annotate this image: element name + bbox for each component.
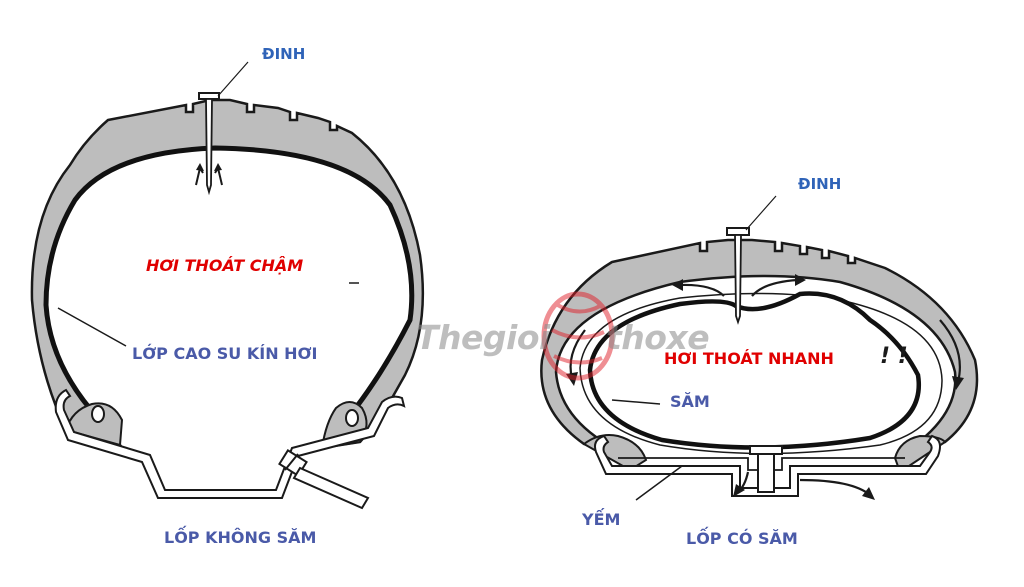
- tubeless-left-bead-wire: [91, 405, 105, 423]
- tube-tire: [540, 195, 979, 501]
- tube-rim: [594, 434, 941, 497]
- liner-leader: [57, 307, 127, 347]
- watermark-text-right: thoxe: [606, 318, 710, 357]
- flap-leader: [635, 465, 683, 501]
- tube-valve: [749, 445, 783, 493]
- tube-left-bead: [582, 434, 648, 472]
- tubeless-right-bead-wire: [345, 409, 359, 427]
- watermark-text-left: Thegioi: [416, 318, 550, 357]
- exclamation-marks: ! !: [880, 344, 908, 369]
- tube-label: SĂM: [670, 392, 710, 411]
- air-escape-arrows: [566, 274, 964, 500]
- left-nail-label: ĐINH: [262, 45, 306, 63]
- tubeless-tire: [30, 61, 425, 510]
- right-nail-leader: [745, 195, 777, 231]
- inner-tube-deflating: [587, 291, 922, 450]
- tube-leader: [611, 399, 661, 405]
- right-nail-label: ĐINH: [798, 175, 842, 193]
- left-nail-leader: [217, 61, 249, 97]
- tubeless-valve: [278, 449, 370, 510]
- left-slow-leak-label: HƠI THOÁT CHẬM: [146, 256, 304, 275]
- left-liner-label: LỚP CAO SU KÍN HƠI: [132, 344, 318, 363]
- tubeless-inner-liner: [43, 145, 415, 450]
- tube-nail: [726, 227, 750, 325]
- tubeless-nail: [195, 92, 223, 196]
- inner-tube: [579, 292, 943, 455]
- tubeless-rim: [54, 388, 406, 499]
- left-caption: LỐP KHÔNG SĂM: [164, 528, 317, 547]
- right-caption: LỐP CÓ SĂM: [686, 529, 798, 548]
- flap-label: YẾM: [582, 510, 621, 529]
- right-fast-leak-label: HƠI THOÁT NHANH: [664, 349, 834, 368]
- tubeless-left-bead: [64, 402, 124, 447]
- watermark-logo: [541, 291, 615, 381]
